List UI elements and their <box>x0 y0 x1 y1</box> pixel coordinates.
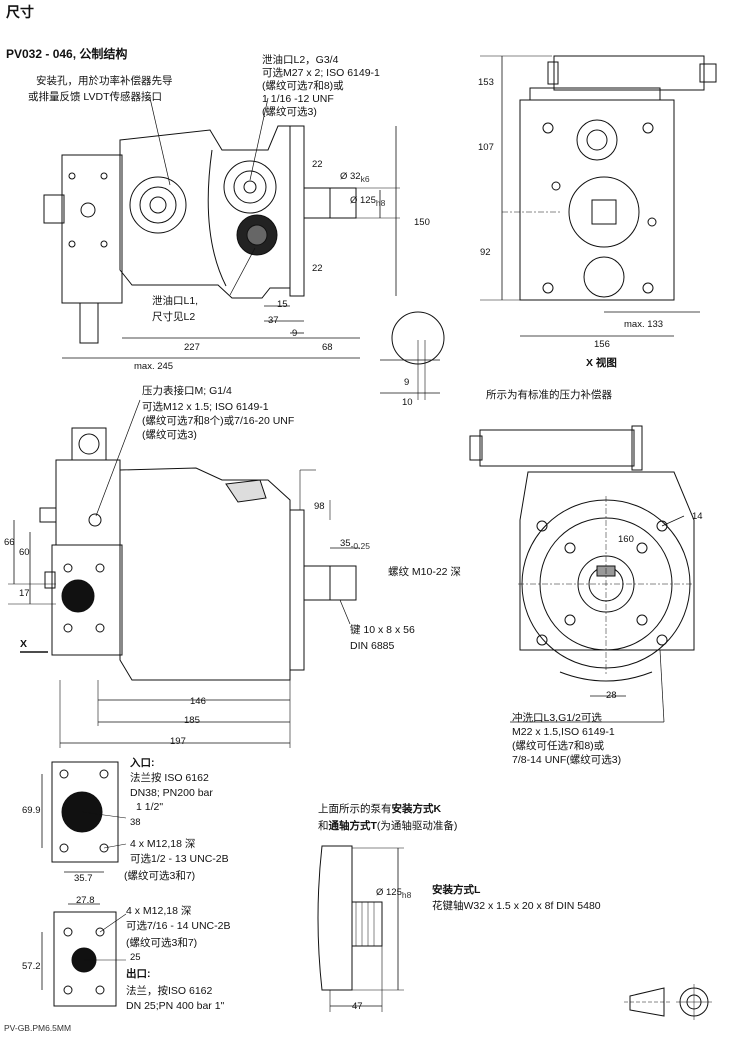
top-view-drawing <box>43 97 445 400</box>
dim-185: 185 <box>184 715 200 726</box>
dim-15: 15 <box>277 299 288 310</box>
callout-line: (螺纹可选7和8个)或7/16-20 UNF <box>142 415 295 427</box>
inlet-line: DN38; PN200 bar <box>130 787 213 799</box>
dim-25: 25 <box>130 952 141 963</box>
dim-160: 160 <box>618 534 634 545</box>
callout-line: 冲洗口L3,G1/2可选 <box>512 712 602 724</box>
outlet-title: 出口: <box>126 968 151 980</box>
callout-line: 尺寸见L2 <box>152 311 196 323</box>
dim-17: 17 <box>19 588 30 599</box>
dim-27-8: 27.8 <box>76 895 95 906</box>
callout-line: (螺纹可任选7和8)或 <box>512 740 605 752</box>
callout-line: 可选M12 x 1.5; ISO 6149-1 <box>142 401 269 413</box>
callout-line: (螺纹可选7和8)或 <box>262 80 344 92</box>
inlet-title: 入口: <box>130 757 155 769</box>
dim-37: 37 <box>268 315 279 326</box>
thread-label: 螺纹 M10-22 深 <box>388 566 461 578</box>
dim-156: 156 <box>594 339 610 350</box>
inlet-flange-drawing <box>41 761 127 873</box>
drawing-code: PV-GB.PM6.5MM <box>4 1023 72 1033</box>
section-subtitle: PV032 - 046, 公制结构 <box>6 47 128 61</box>
outlet-bolt-line: 4 x M12,18 深 <box>126 905 192 917</box>
page-title: 尺寸 <box>6 4 34 20</box>
dim-28: 28 <box>606 690 617 701</box>
x-view-label: X 视图 <box>586 357 617 369</box>
dim-66: 66 <box>4 537 15 548</box>
callout-line: 1 1/16 -12 UNF <box>262 93 334 105</box>
callout-line: M22 x 1.5,ISO 6149-1 <box>512 726 615 738</box>
projection-symbol <box>624 984 712 1020</box>
dim-150: 150 <box>414 217 430 228</box>
dim-38: 38 <box>130 817 141 828</box>
dim-92: 92 <box>480 247 491 258</box>
dim-69-9: 69.9 <box>22 805 41 816</box>
mount-l-desc: 花键轴W32 x 1.5 x 20 x 8f DIN 5480 <box>432 900 601 912</box>
dim-153: 153 <box>478 77 494 88</box>
dim-max-245: max. 245 <box>134 361 174 372</box>
dim-227: 227 <box>184 342 200 353</box>
key-standard: DIN 6885 <box>350 640 395 652</box>
inlet-line: 法兰按 ISO 6162 <box>130 772 209 784</box>
outlet-line: DN 25;PN 400 bar 1" <box>126 1000 225 1012</box>
spline-shaft-drawing <box>317 845 404 1012</box>
callout-line: 可选M27 x 2; ISO 6149-1 <box>262 67 380 79</box>
dim-197: 197 <box>170 736 186 747</box>
dim-22-top: 22 <box>312 159 323 170</box>
dim-22-bottom: 22 <box>312 263 323 274</box>
inlet-bolt-line: 可选1/2 - 13 UNC-2B <box>130 853 229 865</box>
callout-line: 压力表接口M; G1/4 <box>142 385 232 397</box>
callout-line: (螺纹可选3) <box>142 429 197 441</box>
mount-l-title: 安装方式L <box>432 884 481 896</box>
dim-35-7: 35.7 <box>74 873 93 884</box>
inlet-bolt-line: (螺纹可选3和7) <box>124 870 196 882</box>
mount-note-line2: 和通轴方式T(为通轴驱动准备) <box>318 820 458 832</box>
front-view-caption: 所示为有标准的压力补偿器 <box>486 389 612 401</box>
outlet-bolt-line: 可选7/16 - 14 UNC-2B <box>126 920 231 932</box>
dim-9: 9 <box>292 328 298 339</box>
dim-10-detail: 10 <box>402 397 413 408</box>
callout-line: 安装孔，用於功率补偿器先导 <box>36 75 173 87</box>
dim-68: 68 <box>322 342 333 353</box>
x-view-drawing <box>480 55 717 337</box>
key-label: 键 10 x 8 x 56 <box>350 624 415 636</box>
callout-line: 7/8-14 UNF(螺纹可选3) <box>512 754 622 766</box>
dim-max-133: max. 133 <box>624 319 664 330</box>
dim-35: 35-0.25 <box>340 538 370 551</box>
callout-line: 或排量反馈 LVDT传感器接口 <box>28 91 162 103</box>
outlet-line: 法兰，按ISO 6162 <box>126 985 213 997</box>
callout-line: 泄油口L1, <box>152 295 199 307</box>
dim-57-2: 57.2 <box>22 961 41 972</box>
dim-pilot-125-l: Ø 125h8 <box>376 887 412 900</box>
mount-note-line1: 上面所示的泵有安装方式K <box>318 803 442 815</box>
inlet-bolt-line: 4 x M12,18 深 <box>130 838 196 850</box>
dim-47: 47 <box>352 1001 363 1012</box>
dim-14: 14 <box>692 511 703 522</box>
side-view-drawing <box>8 399 360 748</box>
dim-shaft-32: Ø 32k6 <box>340 171 370 184</box>
dim-pilot-125: Ø 125h8 <box>350 195 386 208</box>
callout-line: 泄油口L2，G3/4 <box>262 54 339 66</box>
callout-line: (螺纹可选3) <box>262 106 317 118</box>
dim-9-detail: 9 <box>404 377 410 388</box>
outlet-bolt-line: (螺纹可选3和7) <box>126 937 198 949</box>
dim-146: 146 <box>190 696 206 707</box>
inlet-line: 1 1/2" <box>136 801 164 813</box>
view-marker-x: X <box>20 638 28 650</box>
front-view-drawing <box>469 425 695 723</box>
dim-98: 98 <box>314 501 325 512</box>
dim-107: 107 <box>478 142 494 153</box>
dim-60: 60 <box>19 547 30 558</box>
outlet-flange-drawing <box>41 903 127 1007</box>
